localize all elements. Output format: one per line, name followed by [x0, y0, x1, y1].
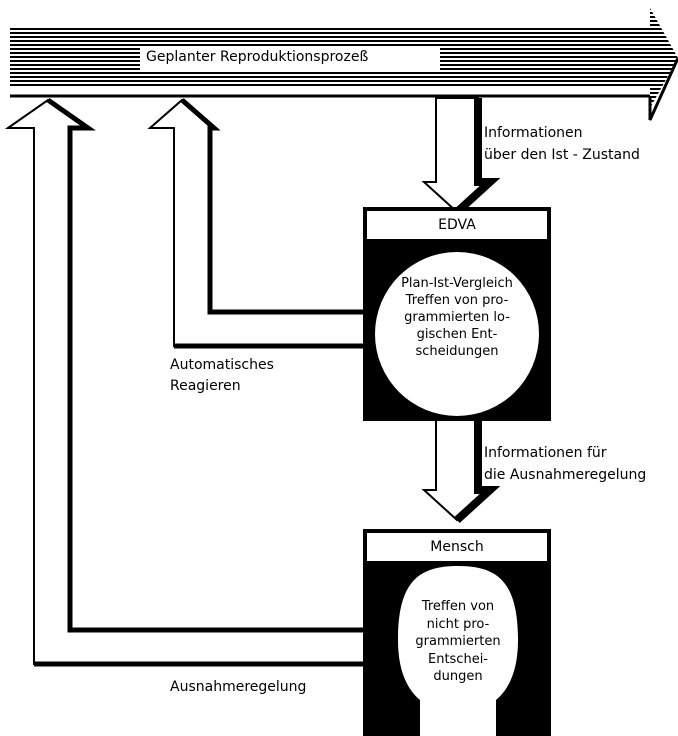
- process-arrow: [10, 8, 678, 121]
- human-head-shape: [398, 566, 518, 736]
- edva-circle: [375, 252, 539, 416]
- edva-text: Plan-Ist-Vergleich Treffen von pro- gram…: [401, 276, 513, 359]
- info-ist-label-line1: Informationen: [484, 125, 583, 141]
- mensch-title: Mensch: [430, 539, 484, 555]
- ausnahmeregelung-label: Ausnahmeregelung: [170, 679, 307, 695]
- mensch-box: [363, 529, 551, 736]
- info-ist-label-line2: über den Ist - Zustand: [484, 147, 640, 163]
- process-label: Geplanter Reproduktionsprozeß: [146, 49, 369, 65]
- info-ausnahme-label-line1: Informationen für: [484, 445, 607, 461]
- automatisch-label-line2: Reagieren: [170, 378, 241, 394]
- arrow-ausnahmeregelung: [4, 97, 365, 667]
- arrow-info-ausnahme: [421, 419, 501, 523]
- mensch-title-bar: [365, 531, 549, 563]
- arrow-automatisches-reagieren: [147, 98, 365, 349]
- process-label-box: [140, 46, 440, 70]
- arrow-info-ist: [421, 97, 501, 215]
- info-ausnahme-label-line2: die Ausnahmeregelung: [484, 467, 647, 483]
- edva-title-bar: [365, 209, 549, 241]
- automatisch-label-line1: Automatisches: [170, 357, 274, 373]
- edva-title: EDVA: [438, 217, 476, 233]
- mensch-text: Treffen von nicht pro- grammierten Entsc…: [415, 599, 501, 685]
